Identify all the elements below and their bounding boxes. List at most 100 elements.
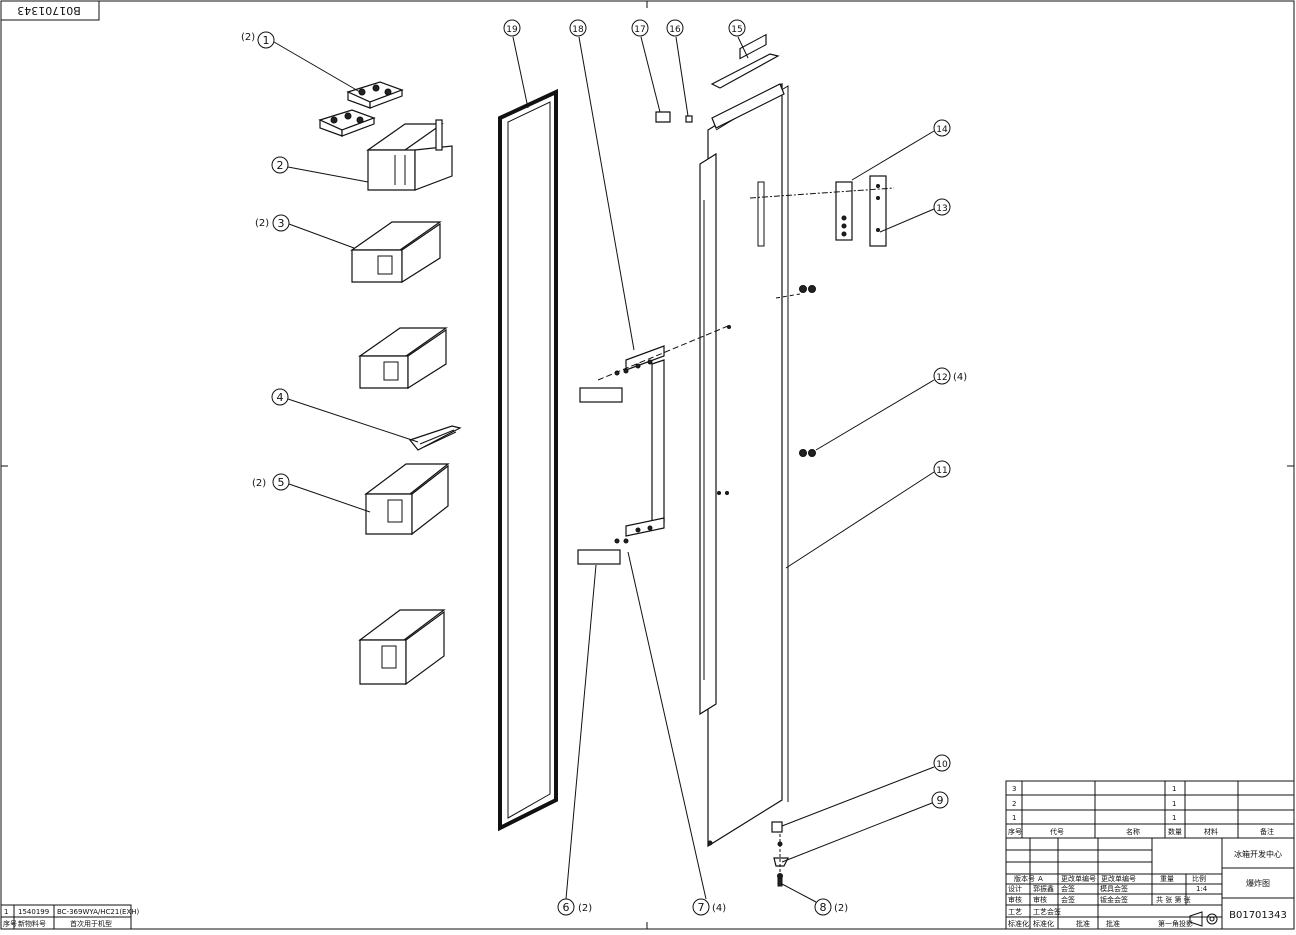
svg-text:标准化: 标准化 [1033,919,1054,928]
svg-text:更改单编号: 更改单编号 [1101,874,1136,883]
svg-text:共 张 第 张: 共 张 第 张 [1156,895,1191,904]
svg-text:16: 16 [669,25,681,35]
svg-text:工艺: 工艺 [1008,908,1022,916]
svg-text:8: 8 [820,901,827,914]
svg-text:审核: 审核 [1008,895,1022,904]
callout-8: 8 (2) [814,898,848,916]
callout-16: 16 [666,19,684,37]
svg-text:1: 1 [1172,800,1176,808]
svg-text:1540199: 1540199 [18,908,49,916]
svg-text:1: 1 [1172,814,1176,822]
hinge-cover [655,111,671,123]
callout-10: 10 [933,754,951,772]
callout-6: 6 (2) [557,898,592,916]
callout-1: 1 (2) [241,31,275,49]
svg-text:代号: 代号 [1050,827,1064,836]
svg-text:爆炸图: 爆炸图 [1246,878,1270,888]
svg-text:1: 1 [4,908,8,916]
callout-4: 4 [271,388,289,406]
svg-text:郭振鑫: 郭振鑫 [1033,884,1054,893]
callout-3: 3(2) [255,214,290,232]
svg-text:2: 2 [277,159,284,172]
callout-15: 15 [728,19,746,37]
svg-text:9: 9 [937,794,944,807]
svg-text:(2): (2) [252,478,266,489]
callout-13: 13 [933,198,951,216]
svg-text:7: 7 [698,901,705,914]
door-handle [625,345,665,537]
top-cap [710,33,780,89]
svg-text:设计: 设计 [1008,884,1022,893]
svg-text:18: 18 [572,25,584,35]
callout-9: 9 [931,791,949,809]
svg-text:(4): (4) [712,903,726,914]
svg-text:序号: 序号 [3,919,17,928]
svg-text:标准化: 标准化 [1008,919,1029,928]
svg-text:新物料号: 新物料号 [18,919,46,928]
svg-text:模具会签: 模具会签 [1100,884,1128,893]
small-clip [685,115,693,123]
title-block: 3 1 2 1 1 1 序号 代号 名称 数量 材料 备注 冰箱开发中心 爆炸图… [1005,780,1295,930]
svg-text:17: 17 [634,25,645,35]
svg-text:1: 1 [263,34,270,47]
callout-17: 17 [631,19,649,37]
svg-text:10: 10 [936,760,948,770]
svg-text:3: 3 [1012,785,1016,793]
callout-5: 5 (2) [252,473,290,491]
svg-text:工艺会签: 工艺会签 [1033,907,1061,916]
svg-text:备注: 备注 [1260,827,1274,836]
display-cover [869,175,887,247]
svg-text:15: 15 [731,25,742,35]
door-gasket [498,88,558,832]
drawing-number: B01701343 [1229,910,1287,921]
svg-text:会签: 会签 [1061,895,1075,904]
callout-18: 18 [569,19,587,37]
egg-tray-1 [346,81,404,109]
shelf-divider [408,425,462,451]
svg-text:1: 1 [1012,814,1016,822]
svg-text:(2): (2) [834,903,848,914]
svg-text:4: 4 [277,391,284,404]
svg-text:6: 6 [563,901,570,914]
dairy-bin [366,119,453,191]
svg-text:1:4: 1:4 [1196,885,1208,893]
svg-text:2: 2 [1012,800,1016,808]
drawing-id-flipped: B01701343 [17,4,81,17]
svg-text:(2): (2) [241,32,255,43]
svg-text:(4): (4) [953,372,967,383]
svg-text:(2): (2) [255,218,269,229]
refrigerator-door [699,82,789,848]
door-bin-a [358,327,448,390]
door-bin-5 [364,463,450,536]
svg-text:重量: 重量 [1160,875,1174,883]
svg-text:第一角投影: 第一角投影 [1158,919,1193,928]
svg-text:数量: 数量 [1168,827,1182,836]
callout-19: 19 [503,19,521,37]
svg-text:批准: 批准 [1106,919,1120,928]
svg-text:批准: 批准 [1076,919,1090,928]
svg-text:序号: 序号 [1008,827,1022,836]
svg-text:19: 19 [506,25,518,35]
egg-tray-2 [318,109,376,137]
svg-text:13: 13 [936,204,947,214]
screw-caps-lower [799,449,816,457]
handle-end-cap-lower [577,549,621,565]
drawing-id-box-top [0,0,100,21]
display-board [835,181,853,241]
svg-text:A: A [1038,875,1043,883]
svg-text:12: 12 [936,373,947,383]
svg-text:11: 11 [936,466,947,476]
lower-hinge-parts [771,821,789,887]
svg-text:名称: 名称 [1126,827,1140,836]
screw-caps-upper [799,285,816,293]
svg-text:5: 5 [278,476,285,489]
svg-text:首次用于机型: 首次用于机型 [70,919,112,928]
svg-text:(2): (2) [578,903,592,914]
callout-7: 7 (4) [692,898,726,916]
projection-symbol-icon [1189,911,1218,927]
svg-text:审核: 审核 [1033,895,1047,904]
door-bin-b [358,609,446,686]
